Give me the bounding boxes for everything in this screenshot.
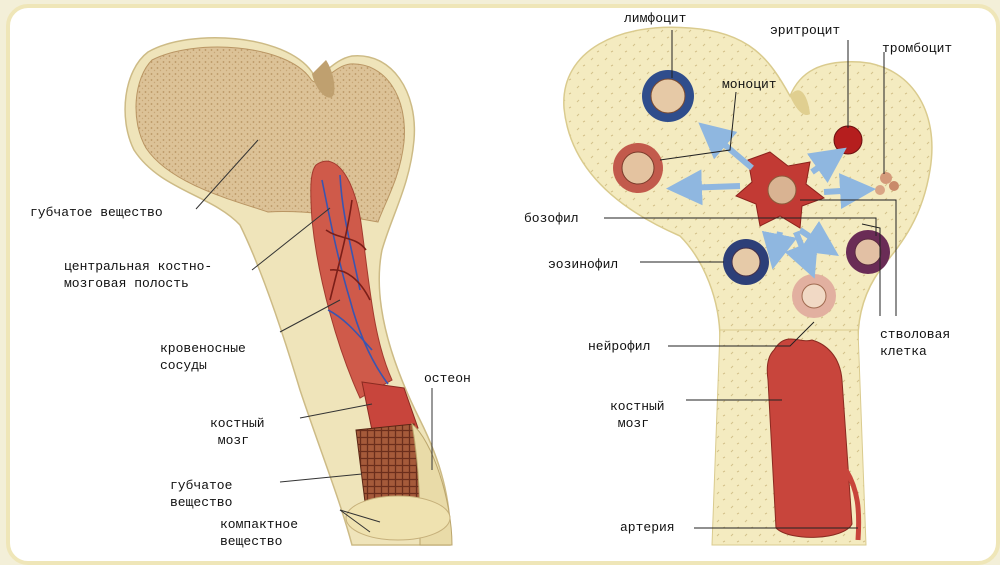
label-thrombocyte: тромбоцит <box>882 41 953 56</box>
stem-cell <box>735 151 826 229</box>
hematopoiesis-illustration <box>563 26 933 546</box>
right-leader-lines <box>604 30 897 529</box>
femur-spongy-head <box>135 46 405 223</box>
label-blood-vessels: кровеносные сосуды <box>160 341 246 373</box>
differentiation-arrows <box>666 122 876 279</box>
label-compact-substance: компактное вещество <box>220 517 299 549</box>
osteon-end <box>345 495 451 541</box>
label-neutrophil: нейрофил <box>588 339 651 354</box>
femur-illustration <box>124 37 453 546</box>
lymphocyte-cell <box>642 70 694 122</box>
bone-notch <box>790 90 810 116</box>
basophil-cell <box>846 230 890 274</box>
neutrophil-cell <box>792 274 836 318</box>
label-bone-marrow-left: костный мозг <box>210 416 265 448</box>
thrombocyte-cell <box>875 172 899 195</box>
label-central-cavity: центральная костно- мозговая полость <box>64 259 213 291</box>
label-bone-marrow-right: костный мозг <box>610 399 665 431</box>
erythrocyte-cell <box>833 125 863 155</box>
label-eosinophil: эозинофил <box>548 257 619 272</box>
blood-vessels <box>321 174 389 385</box>
artery-vessel <box>843 468 862 541</box>
femur-neck-notch <box>312 60 335 98</box>
label-artery: артерия <box>620 520 675 535</box>
label-spongy-substance-bottom: губчатое вещество <box>170 478 233 510</box>
label-basophil: бозофил <box>524 211 579 226</box>
monocyte-cell <box>613 143 663 193</box>
label-stem-cell: стволовая клетка <box>880 327 951 359</box>
eosinophil-cell <box>723 239 769 285</box>
label-lymphocyte: лимфоцит <box>624 11 687 26</box>
label-monocyte: моноцит <box>722 77 777 92</box>
label-spongy-substance-top: губчатое вещество <box>30 205 163 220</box>
left-leader-lines <box>195 139 433 533</box>
label-erythrocyte: эритроцит <box>770 23 841 38</box>
marrow-tube <box>766 338 853 538</box>
label-osteon: остеон <box>424 371 471 386</box>
